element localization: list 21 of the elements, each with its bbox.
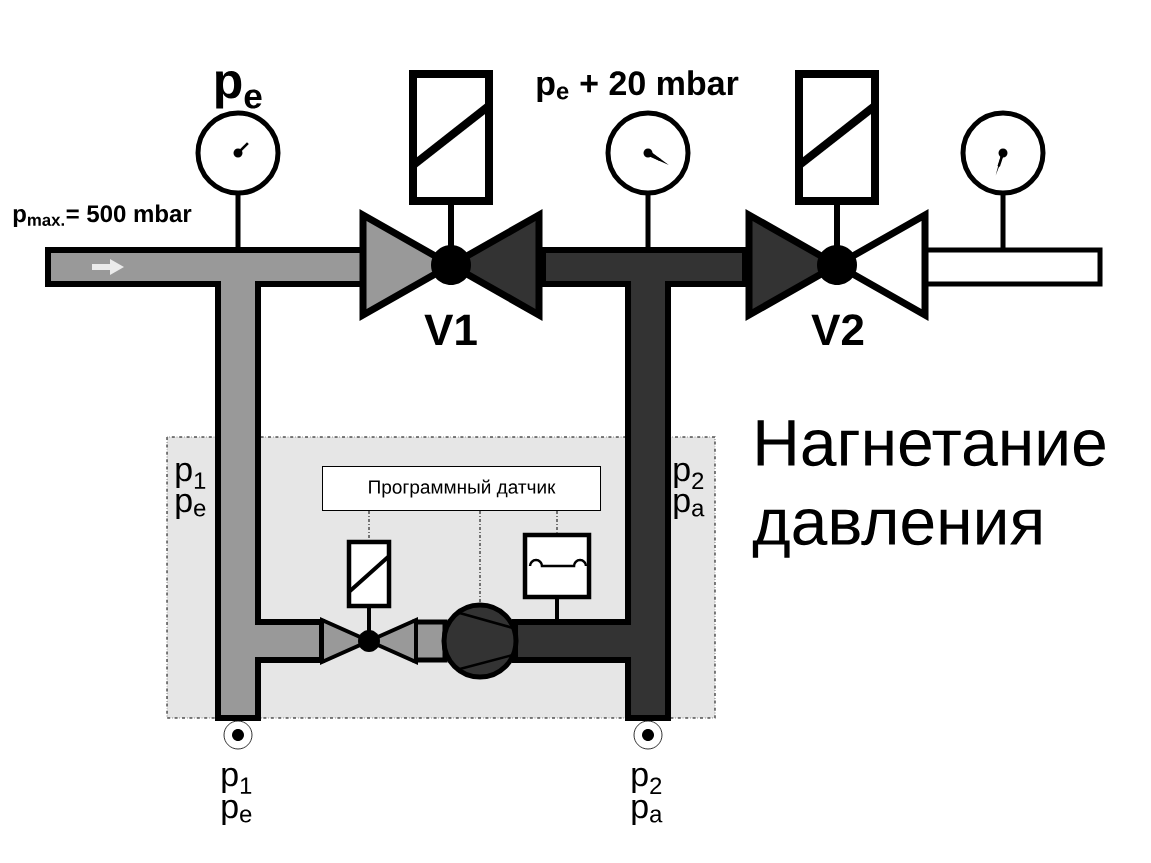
label-text: p$_{max.}$= 500 mbar — [13, 204, 192, 227]
switch-box — [522, 532, 592, 600]
label-text: p$_{e}$ — [222, 799, 252, 826]
label-text: p$_{e}$ — [216, 71, 262, 109]
connector-line — [556, 510, 558, 534]
pump-circle — [441, 602, 519, 680]
label-text: V2 — [811, 314, 864, 345]
label-text: Нагнетание давления — [752, 420, 1105, 558]
label-text: p$_{2}$ — [674, 462, 704, 490]
label-text: V1 — [424, 314, 477, 345]
connector-line — [479, 510, 481, 603]
label-text: p$_{e}$ + 20 mbar — [537, 70, 739, 103]
label-text: p$_{2}$ — [632, 767, 662, 795]
label-text: p$_{a}$ — [632, 799, 663, 826]
label-text: p$_{a}$ — [674, 493, 705, 520]
solenoid-box — [346, 539, 392, 609]
label-text: p$_{1}$ — [176, 462, 206, 489]
sensor-box: Программный датчик — [322, 466, 601, 511]
connector-line — [368, 510, 370, 541]
label-text: p$_{e}$ — [176, 493, 206, 520]
label-text: p$_{1}$ — [222, 767, 252, 794]
